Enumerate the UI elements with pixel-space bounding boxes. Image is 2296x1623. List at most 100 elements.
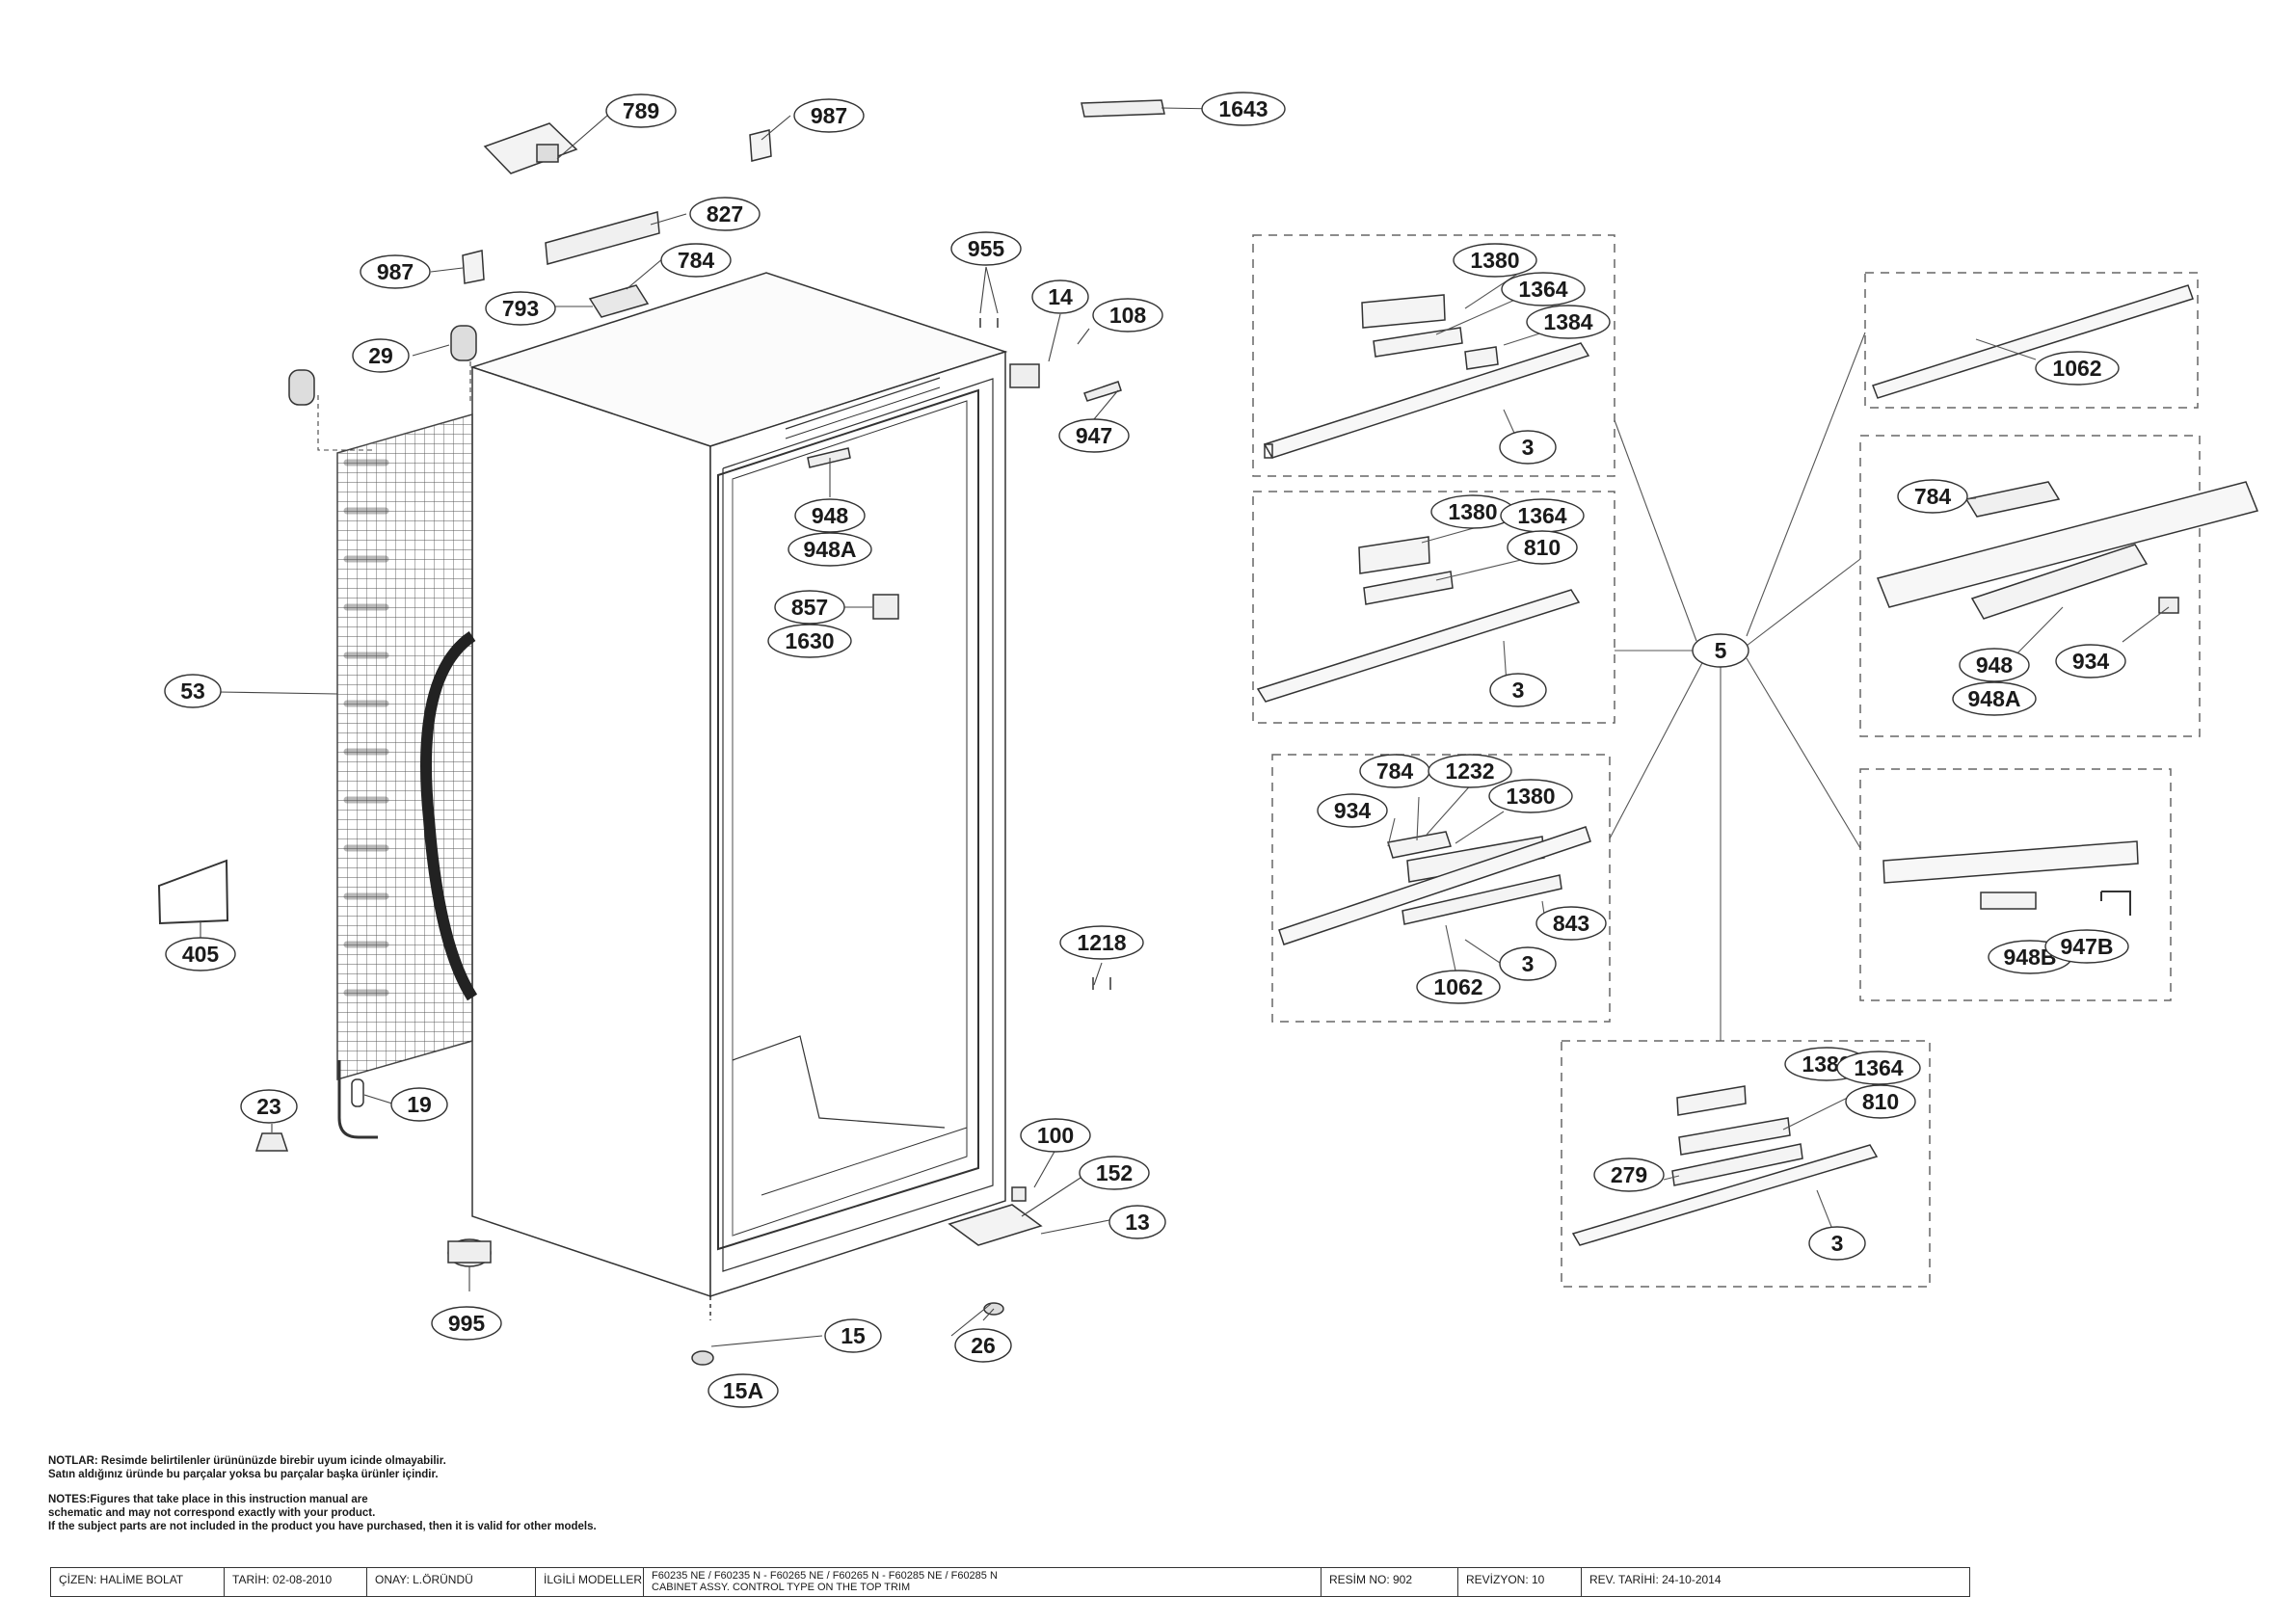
callout-number: 1364 [1854, 1055, 1903, 1080]
callout-c152: 152 [1079, 1156, 1150, 1190]
callout-c995: 995 [431, 1306, 502, 1341]
drawing-date: TARİH: 02-08-2010 [225, 1568, 367, 1596]
callout-c14: 14 [1031, 279, 1089, 314]
callout-ellipse [164, 674, 222, 708]
callout-ellipse [824, 1318, 882, 1353]
kit-box-5 [1864, 272, 2199, 409]
callout-number: 1384 [1543, 309, 1592, 334]
small-parts [157, 99, 1165, 1366]
callout-number: 955 [968, 236, 1005, 261]
callout-k4_279: 279 [1593, 1157, 1665, 1192]
callout-c987a: 987 [793, 98, 865, 133]
callout-ellipse [605, 93, 677, 128]
callout-number: 843 [1553, 911, 1589, 936]
callout-c405: 405 [165, 937, 236, 971]
callout-number: 793 [502, 296, 539, 321]
callout-number: 810 [1862, 1089, 1899, 1114]
callout-number: 23 [256, 1094, 281, 1119]
callout-number: 948A [804, 537, 857, 562]
callout-ellipse [1058, 418, 1130, 453]
revision: REVİZYON: 10 [1458, 1568, 1582, 1596]
callout-k1_1380: 1380 [1453, 243, 1537, 278]
callout-c948: 948 [794, 498, 866, 533]
door-gasket [420, 631, 478, 1001]
related-models: F60235 NE / F60235 N - F60265 NE / F6026… [644, 1568, 1322, 1596]
condenser [336, 413, 473, 1139]
callout-k7_947B: 947B [2044, 929, 2129, 964]
callout-number: 948A [1968, 686, 2021, 711]
callout-k5_1062: 1062 [2035, 351, 2120, 386]
callout-ellipse [793, 98, 865, 133]
callout-number: 53 [180, 678, 205, 704]
callout-number: 1218 [1077, 930, 1126, 955]
callout-c19: 19 [390, 1087, 448, 1122]
callout-c13: 13 [1108, 1205, 1166, 1239]
callout-number: 947 [1076, 423, 1112, 448]
callout-k2_1364: 1364 [1500, 498, 1585, 533]
callout-number: 26 [971, 1333, 996, 1358]
callout-k3_3: 3 [1499, 946, 1557, 981]
revision-date: REV. TARİHİ: 24-10-2014 [1589, 1573, 1722, 1586]
callout-number: 15A [723, 1378, 763, 1403]
callout-c947: 947 [1058, 418, 1130, 453]
kit-box-3 [1271, 754, 1611, 1023]
callout-ellipse [1952, 681, 2037, 716]
callout-c53: 53 [164, 674, 222, 708]
callout-number: 934 [1334, 798, 1372, 823]
notes-block: NOTLAR: Resimde belirtilenler ürününüzde… [48, 1454, 597, 1533]
callout-ellipse [794, 498, 866, 533]
callout-ellipse [485, 291, 556, 326]
callout-number: 1364 [1517, 503, 1566, 528]
callout-c1630: 1630 [767, 624, 852, 658]
callout-number: 934 [2072, 649, 2110, 674]
title-block: ÇİZEN: HALİME BOLAT TARİH: 02-08-2010 ON… [50, 1567, 1970, 1597]
callout-k2_1380: 1380 [1430, 494, 1515, 529]
callout-ellipse [689, 197, 761, 231]
callout-ellipse [165, 937, 236, 971]
callout-c1218: 1218 [1059, 925, 1144, 960]
callout-number: 15 [841, 1323, 866, 1348]
callout-number: 14 [1048, 284, 1073, 309]
callout-c793: 793 [485, 291, 556, 326]
callout-c100: 100 [1020, 1118, 1091, 1153]
callout-number: 784 [678, 248, 715, 273]
callout-ellipse [1593, 1157, 1665, 1192]
callout-k4_810: 810 [1845, 1084, 1916, 1119]
callout-number: 3 [1831, 1231, 1844, 1256]
control-kits [1252, 234, 2259, 1288]
callout-k3_1232: 1232 [1428, 754, 1512, 788]
callout-ellipse [788, 532, 872, 567]
callout-ellipse [2035, 351, 2120, 386]
callout-ellipse [1079, 1156, 1150, 1190]
callout-ellipse [1489, 673, 1547, 707]
callout-number: 29 [368, 343, 393, 368]
notes-tr-line2: Satın aldığınız üründe bu parçalar yoksa… [48, 1469, 439, 1480]
kit-box-6 [1859, 435, 2259, 737]
assembly-name: CABINET ASSY. CONTROL TYPE ON THE TOP TR… [652, 1582, 911, 1593]
notes-en-line1: NOTES:Figures that take place in this in… [48, 1494, 368, 1505]
callout-number: 1380 [1470, 248, 1519, 273]
callout-number: 1380 [1506, 784, 1555, 809]
callout-number: 1364 [1518, 277, 1567, 302]
callout-hub5: 5 [1692, 633, 1749, 668]
callout-k3_1380: 1380 [1488, 779, 1573, 813]
callout-ellipse [1092, 298, 1163, 333]
callout-k6_934: 934 [2055, 644, 2126, 678]
callout-c15A: 15A [707, 1373, 779, 1408]
callout-number: 3 [1512, 678, 1525, 703]
drawn-by: ÇİZEN: HALİME BOLAT [51, 1568, 225, 1596]
callout-ellipse [1020, 1118, 1091, 1153]
callout-number: 947B [2061, 934, 2114, 959]
callout-number: 827 [707, 201, 743, 226]
callout-k3_1062: 1062 [1416, 970, 1501, 1004]
callout-k3_934: 934 [1317, 793, 1388, 828]
kit-box-2 [1252, 491, 1615, 724]
callout-ellipse [1453, 243, 1537, 278]
callout-ellipse [1488, 779, 1573, 813]
callout-k1_1384: 1384 [1526, 305, 1611, 339]
callout-ellipse [352, 338, 410, 373]
callout-ellipse [1031, 279, 1089, 314]
notes-en-line3: If the subject parts are not included in… [48, 1521, 597, 1532]
callout-k3_843: 843 [1535, 906, 1607, 941]
callout-ellipse [1959, 648, 2030, 682]
